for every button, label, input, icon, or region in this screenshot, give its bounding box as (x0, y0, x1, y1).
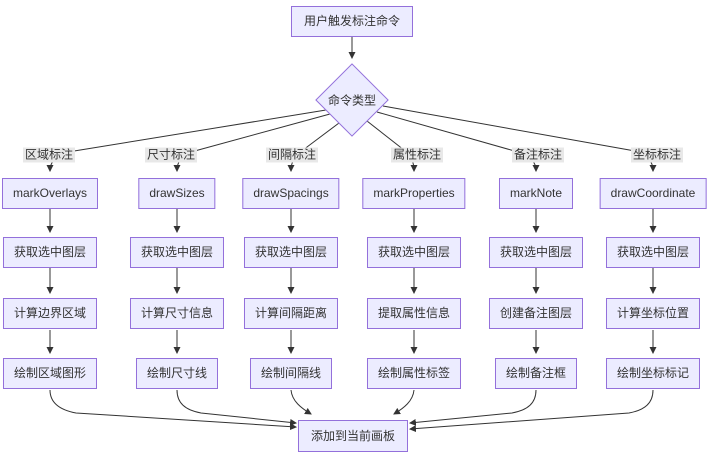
node-step: 获取选中图层 (488, 237, 584, 268)
node-step: 计算间隔距离 (243, 298, 339, 329)
node-step: 计算坐标位置 (605, 298, 701, 329)
decision-label: 命令类型 (327, 93, 377, 108)
node-step: 获取选中图层 (2, 237, 98, 268)
edge-label-spacing: 间隔标注 (265, 147, 319, 163)
node-marknote: markNote (498, 178, 574, 209)
node-step: 计算边界区域 (2, 298, 98, 329)
edge-branch-4 (366, 120, 418, 173)
node-step: 绘制备注框 (494, 358, 578, 389)
node-step: 绘制坐标标记 (605, 358, 701, 389)
node-step: 绘制属性标签 (366, 358, 462, 389)
edge-end-4 (393, 389, 415, 415)
node-markproperties: markProperties (362, 178, 466, 209)
edge-end-3 (290, 389, 312, 415)
node-end: 添加到当前画板 (297, 420, 409, 452)
edge-label-property: 属性标注 (390, 147, 444, 163)
edge-label-note: 备注标注 (511, 147, 565, 163)
node-step: 绘制间隔线 (249, 358, 333, 389)
node-step: 计算尺寸信息 (129, 298, 225, 329)
node-drawcoordinate: drawCoordinate (599, 178, 707, 209)
edge-end-6 (408, 389, 654, 433)
node-markoverlays: markOverlays (1, 178, 99, 209)
edge-label-size: 尺寸标注 (144, 147, 198, 163)
node-step: 绘制区域图形 (2, 358, 98, 389)
node-start: 用户触发标注命令 (290, 6, 414, 37)
edge-end-5 (408, 389, 537, 426)
node-step: 获取选中图层 (605, 237, 701, 268)
node-step: 获取选中图层 (366, 237, 462, 268)
edge-end-2 (176, 389, 298, 426)
node-step: 绘制尺寸线 (135, 358, 219, 389)
edge-label-area: 区域标注 (22, 147, 76, 163)
edge-end-1 (49, 389, 298, 431)
node-step: 获取选中图层 (243, 237, 339, 268)
node-step: 创建备注图层 (488, 298, 584, 329)
node-step: 提取属性信息 (366, 298, 462, 329)
node-drawspacings: drawSpacings (242, 178, 340, 209)
node-drawsizes: drawSizes (138, 178, 216, 209)
node-step: 获取选中图层 (129, 237, 225, 268)
edge-label-coordinate: 坐标标注 (630, 147, 684, 163)
